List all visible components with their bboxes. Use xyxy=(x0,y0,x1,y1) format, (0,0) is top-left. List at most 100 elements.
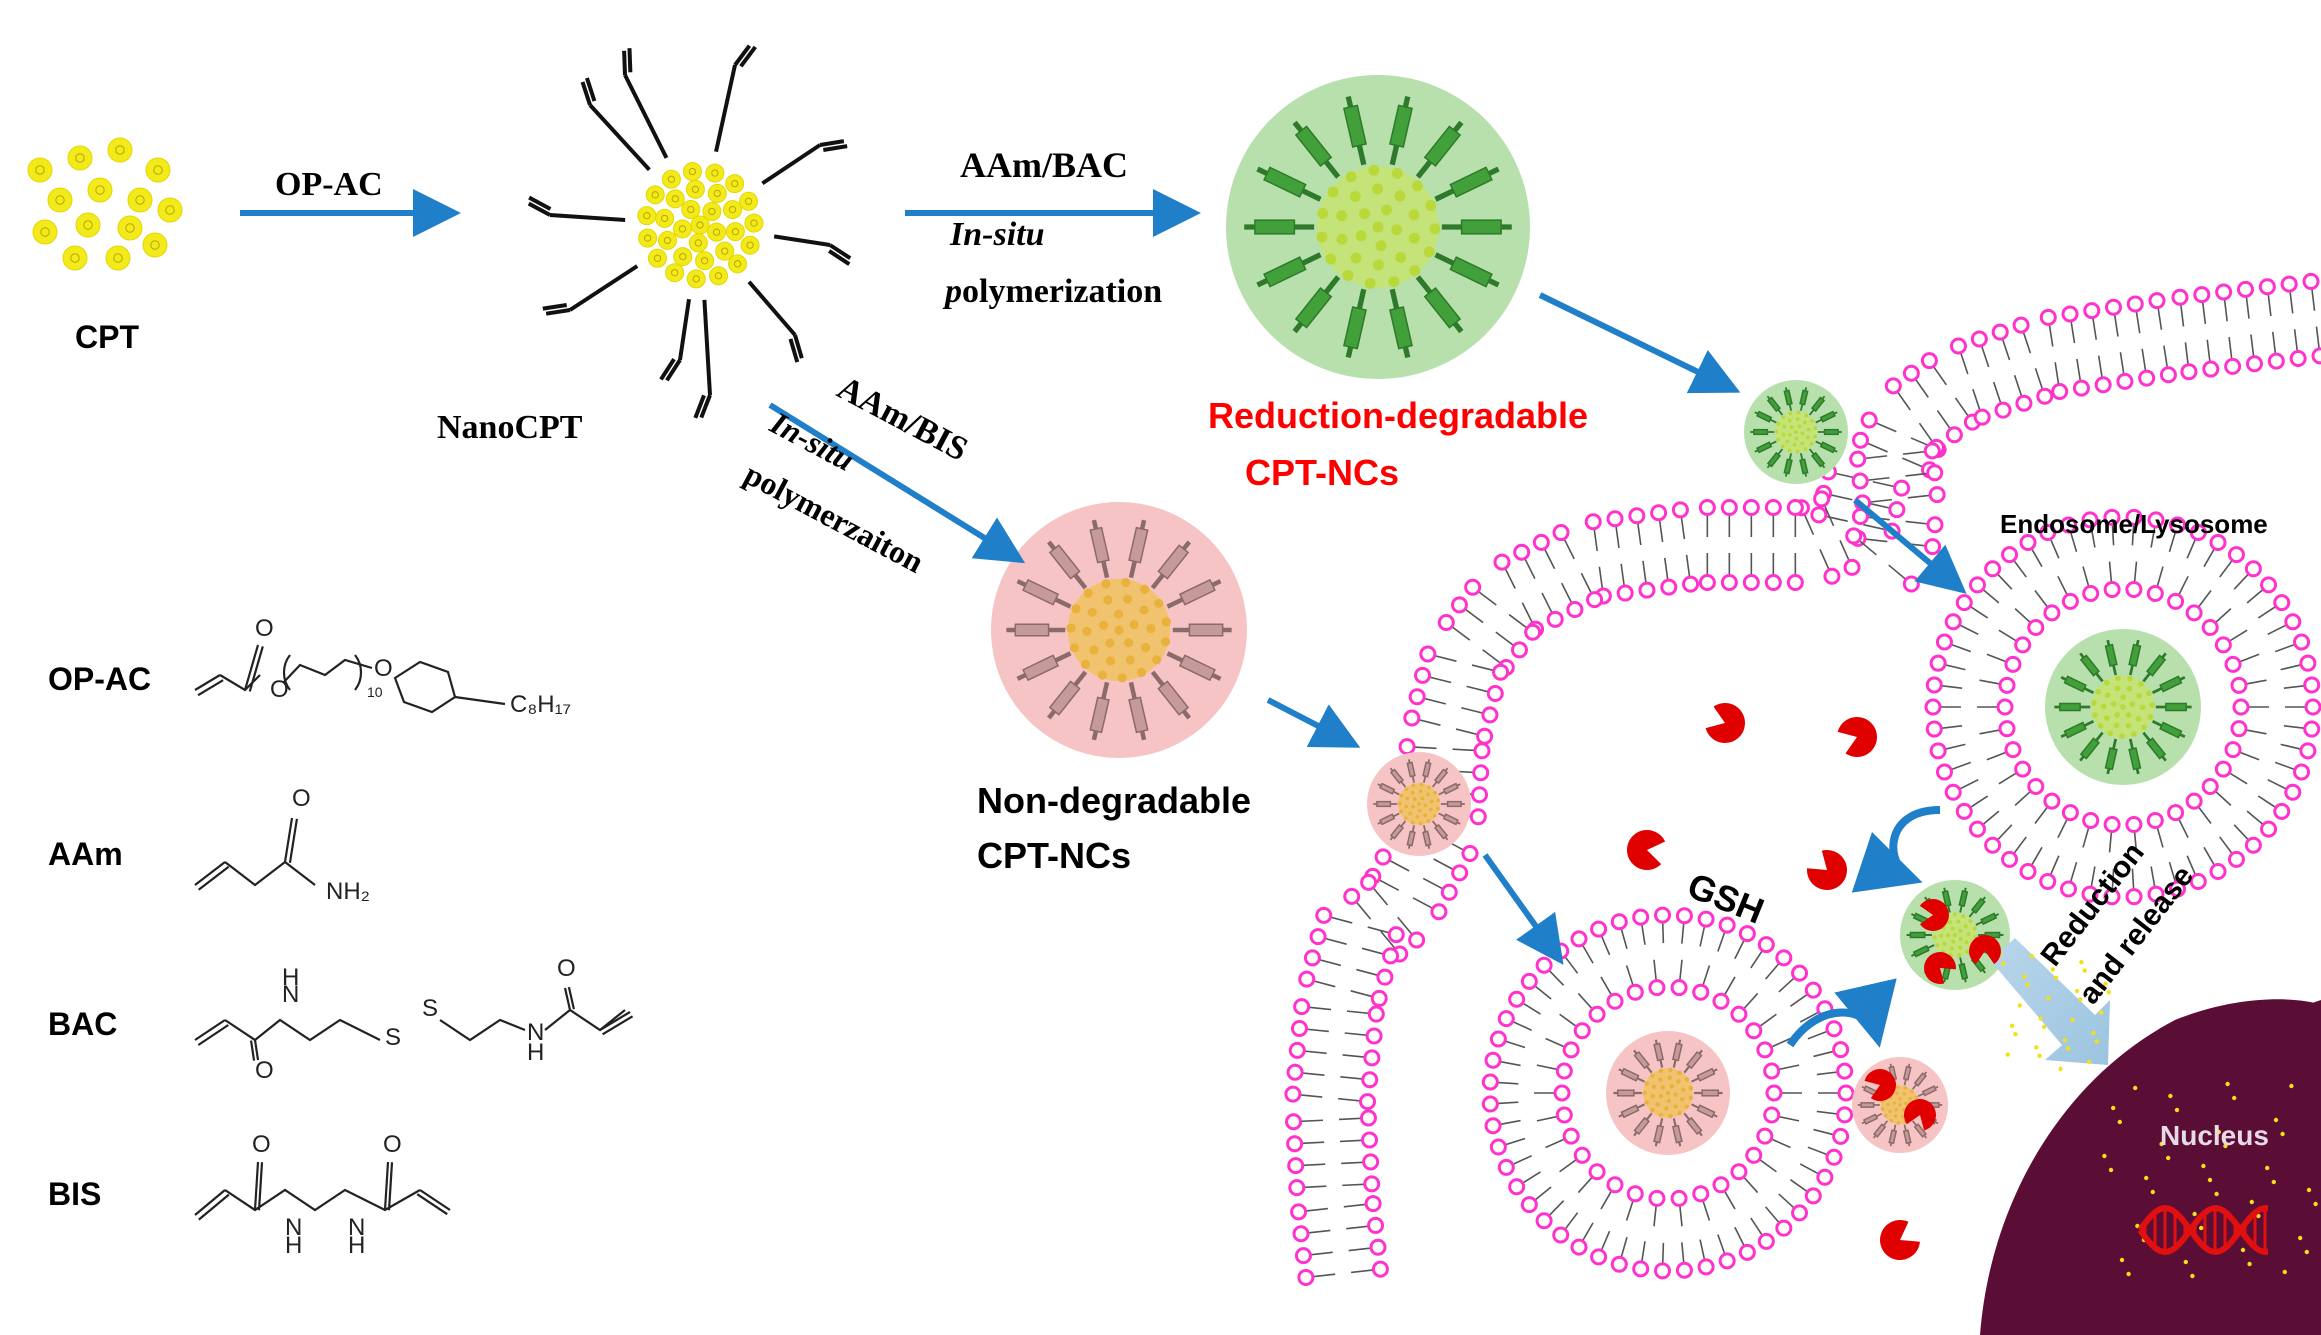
core-dot xyxy=(1914,1095,1919,1100)
bis-vinyl xyxy=(194,1189,226,1216)
bac-h2: H xyxy=(527,1039,544,1066)
cpt-ring xyxy=(660,214,669,222)
cpt-ring xyxy=(165,205,175,215)
lipid-head xyxy=(1606,1176,1624,1194)
lipid-head xyxy=(1588,1163,1606,1181)
lipid-head xyxy=(1546,610,1564,628)
lipid-head xyxy=(1832,1127,1850,1145)
core-dot xyxy=(1789,425,1794,430)
lipid-head xyxy=(1632,1260,1650,1278)
nanocpt-arm xyxy=(623,74,669,159)
core-dot xyxy=(1809,441,1814,446)
released-drug-dot xyxy=(2070,1017,2075,1022)
cpt-ring xyxy=(113,253,123,263)
crosslinker-rod xyxy=(2145,737,2167,760)
core-dot xyxy=(1972,926,1977,931)
lipid-head xyxy=(1928,486,1946,504)
capsule-pink-escaped xyxy=(1852,1057,1948,1153)
lipid-head xyxy=(1481,1095,1499,1113)
core-dot xyxy=(1774,429,1779,434)
crosslinker-rod xyxy=(1819,441,1836,454)
cpt-molecule xyxy=(707,222,727,242)
cell-membranes xyxy=(1284,272,2321,1286)
lipid-head xyxy=(2116,372,2134,390)
crosslinker-rod xyxy=(1941,890,1952,907)
crosslinker-rod xyxy=(1810,396,1826,413)
lipid-head xyxy=(1570,930,1588,948)
cpt-molecule xyxy=(117,215,143,241)
crosslinker-rod xyxy=(1810,451,1826,468)
lipid-head xyxy=(1472,764,1490,782)
crosslinker-rod xyxy=(1696,1104,1716,1119)
core-dot xyxy=(1397,801,1402,806)
lipid-head xyxy=(1944,783,1962,801)
lipid-head xyxy=(1692,1185,1710,1203)
lipid-head xyxy=(1836,1062,1854,1080)
core-dot xyxy=(1395,251,1407,263)
crosslinker-rod xyxy=(1921,1085,1937,1097)
label-op-ac-arrow: OP-AC xyxy=(275,166,383,203)
crosslinker-rod xyxy=(1389,768,1405,785)
bis-n1: N xyxy=(285,1214,302,1241)
crosslinker-rod xyxy=(2059,702,2081,712)
lipid-head xyxy=(1293,998,1311,1016)
cpt-molecule xyxy=(681,200,701,220)
lipid-head xyxy=(1476,727,1494,745)
vinyl-bond xyxy=(827,249,851,266)
crosslinker-rod xyxy=(2079,654,2101,677)
crosslinker-rod xyxy=(1873,1123,1887,1138)
capsule-pink-small xyxy=(1367,752,1471,856)
lipid-head xyxy=(1925,720,1943,738)
core-dot xyxy=(1785,439,1790,444)
lipid-head xyxy=(1698,499,1716,516)
crosslinker-rod xyxy=(1442,813,1459,826)
lipid-head xyxy=(2082,811,2100,829)
cpt-ring xyxy=(643,234,652,242)
core-dot xyxy=(1426,819,1431,823)
lipid-head xyxy=(1991,323,2009,341)
cpt-dot xyxy=(75,212,101,238)
label-polymerzaiton: polymerzaiton xyxy=(739,455,930,580)
gsh-molecule xyxy=(1903,1099,1936,1131)
lipid-head xyxy=(1497,1158,1515,1176)
lipid-head xyxy=(1738,925,1756,943)
cpt-molecule xyxy=(27,157,53,183)
lipid-head xyxy=(2159,366,2177,384)
core-dot xyxy=(1658,1093,1664,1099)
crosslinker-rod xyxy=(1422,830,1432,847)
released-drug-dot xyxy=(2280,1131,2285,1137)
core-dot xyxy=(1886,1102,1890,1106)
core-dot xyxy=(1788,432,1792,437)
bac-chain-1 xyxy=(224,1018,381,1042)
core-dot xyxy=(1418,789,1423,793)
bis-carbonyl-1 xyxy=(257,1162,264,1211)
cpt-dot xyxy=(686,269,706,289)
lipid-head xyxy=(1698,574,1716,591)
core-dot xyxy=(1083,588,1093,598)
core-dot xyxy=(1388,276,1400,288)
lipid-head xyxy=(1756,1041,1774,1059)
vinyl-bond xyxy=(733,44,752,67)
crosslinker-rod xyxy=(2063,675,2087,693)
cpt-molecule xyxy=(75,212,101,238)
lipid-head xyxy=(1973,408,1991,426)
lipid-head xyxy=(1362,1153,1380,1171)
lipid-head xyxy=(1648,979,1666,997)
crosslinker-rod xyxy=(1701,1089,1719,1097)
lipid-head xyxy=(2214,636,2232,654)
lipid-head xyxy=(1851,472,1869,490)
aam-nh2: NH₂ xyxy=(326,878,370,905)
crosslinker-rod xyxy=(1389,306,1413,350)
lipid-head xyxy=(1590,920,1608,938)
core-dot xyxy=(2139,704,2146,711)
core-dot xyxy=(2119,733,2125,740)
core-dot xyxy=(1676,1079,1681,1084)
lipid-head xyxy=(2267,352,2285,370)
core-dot xyxy=(1904,1101,1908,1106)
lipid-head xyxy=(1365,1027,1383,1045)
lipid-head xyxy=(1682,575,1700,593)
lipid-head xyxy=(2224,357,2242,375)
lipid-head xyxy=(1996,698,2014,716)
core-dot xyxy=(1436,798,1441,803)
core-dot xyxy=(1066,623,1076,633)
